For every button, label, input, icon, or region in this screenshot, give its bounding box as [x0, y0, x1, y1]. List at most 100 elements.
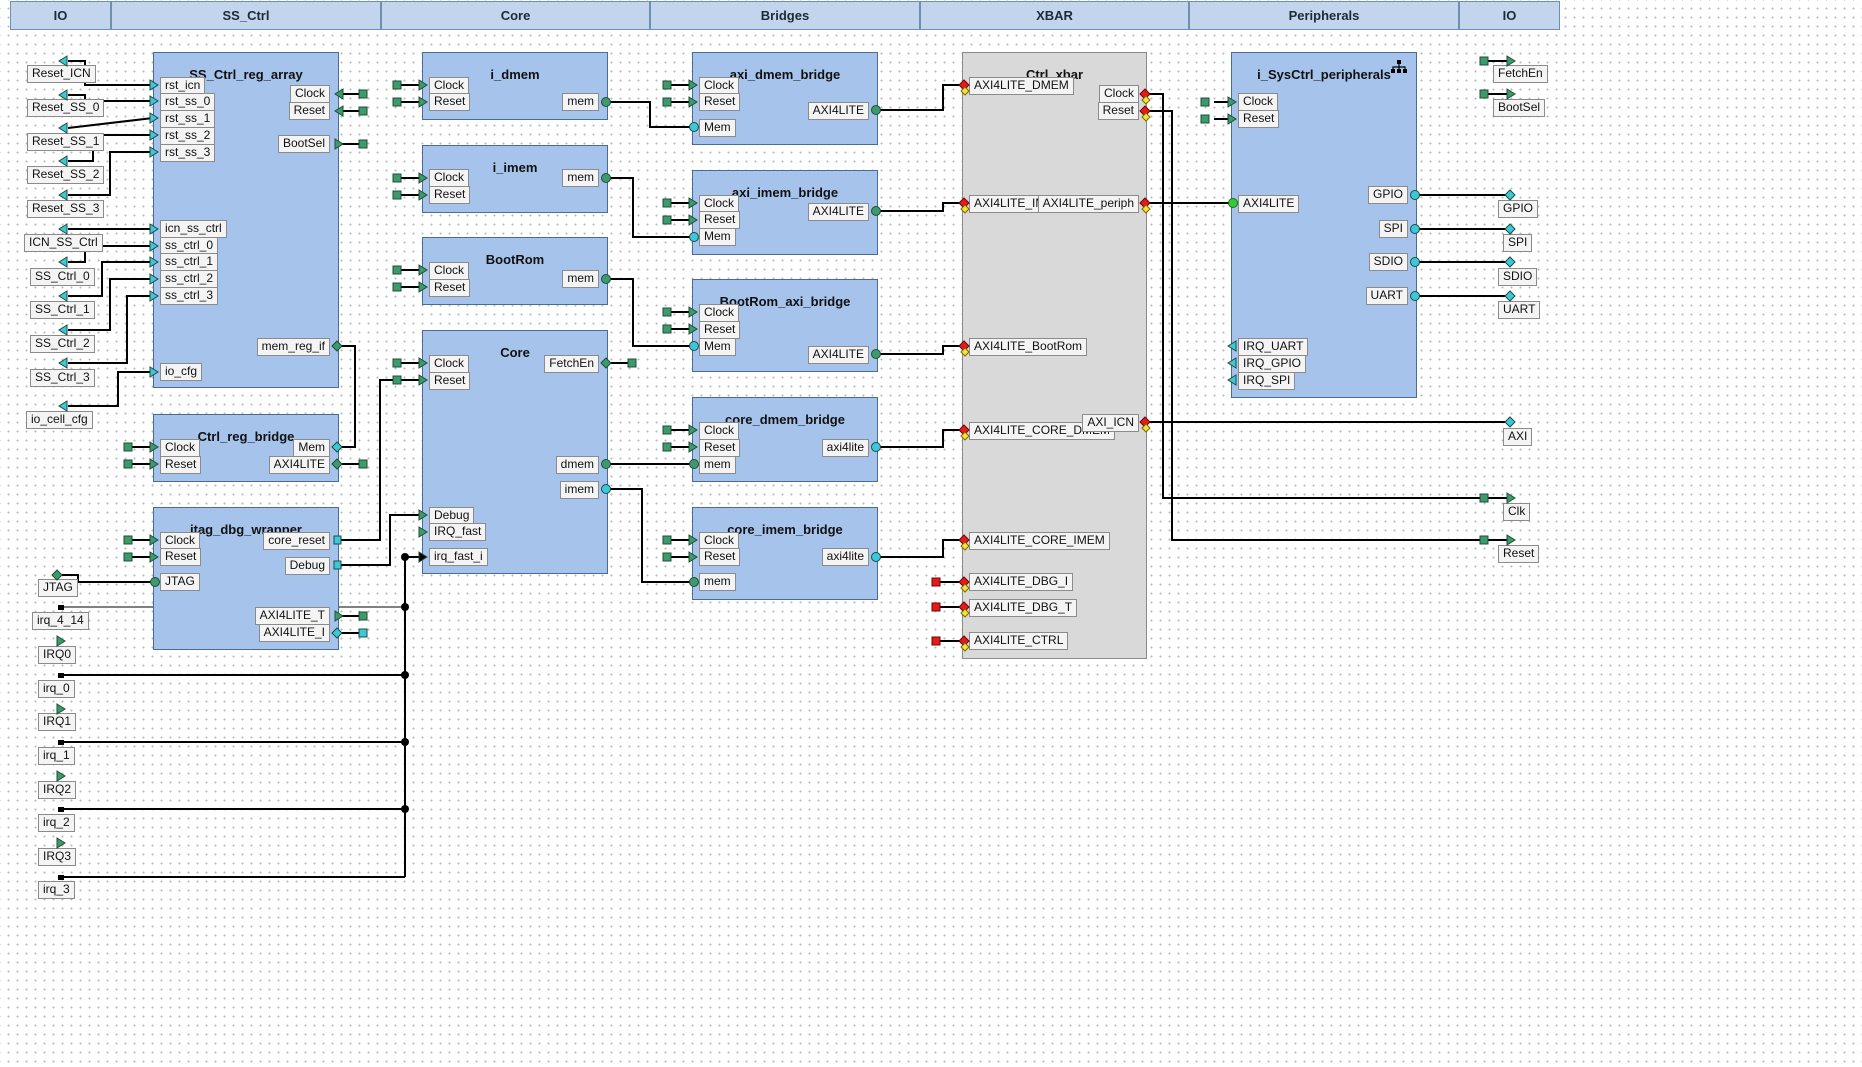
constant-source-marker[interactable] [123, 552, 133, 562]
input-port-marker[interactable] [149, 112, 159, 124]
port-axi4lite-bootrom[interactable]: AXI4LITE_BootRom [969, 338, 1088, 356]
port-icn-ss-ctrl[interactable]: icn_ss_ctrl [160, 220, 227, 238]
port-reset[interactable]: Reset [699, 548, 741, 566]
interface-port-marker[interactable] [601, 459, 611, 469]
port-axi-icn[interactable]: AXI_ICN [1082, 414, 1139, 432]
bidir-port-marker[interactable] [331, 627, 343, 639]
input-port-marker[interactable] [418, 526, 428, 538]
io-terminal-reset-icn[interactable]: Reset_ICN [27, 65, 96, 83]
port-axi4lite-dmem[interactable]: AXI4LITE_DMEM [969, 77, 1074, 95]
port-irq-gpio[interactable]: IRQ_GPIO [1238, 355, 1307, 373]
constant-source-marker[interactable] [662, 324, 672, 334]
io-terminal-irq-1[interactable]: irq_1 [38, 747, 75, 765]
constant-source-marker[interactable] [392, 375, 402, 385]
bus-port-warning-marker[interactable] [1141, 112, 1151, 122]
input-port-marker[interactable] [688, 79, 698, 91]
constant-source-marker[interactable] [662, 198, 672, 208]
input-port-marker[interactable] [418, 374, 428, 386]
input-port-marker[interactable] [688, 306, 698, 318]
port-sdio[interactable]: SDIO [1368, 253, 1408, 271]
input-port-marker[interactable] [149, 95, 159, 107]
interface-port-marker[interactable] [689, 232, 699, 242]
port-axi4lite[interactable]: AXI4LITE [807, 102, 869, 120]
input-port-marker[interactable] [418, 172, 428, 184]
bidir-port-marker[interactable] [1504, 256, 1516, 268]
bus-port-warning-marker[interactable] [960, 86, 970, 96]
input-port-marker[interactable] [149, 273, 159, 285]
constant-source-marker[interactable] [392, 265, 402, 275]
bus-port-marker[interactable] [958, 534, 970, 546]
port-axi4lite-core-imem[interactable]: AXI4LITE_CORE_IMEM [969, 532, 1110, 550]
port-axi4lite[interactable]: axi4lite [821, 548, 869, 566]
input-port-marker[interactable] [58, 122, 68, 134]
constant-source-marker[interactable] [358, 611, 368, 621]
input-port-marker[interactable] [58, 155, 68, 167]
input-port-marker[interactable] [149, 240, 159, 252]
io-terminal-io-cell-cfg[interactable]: io_cell_cfg [26, 411, 93, 429]
port-axi4lite-dbg-i[interactable]: AXI4LITE_DBG_I [969, 573, 1074, 591]
bus-port-warning-marker[interactable] [960, 583, 970, 593]
io-terminal-reset-ss-0[interactable]: Reset_SS_0 [27, 99, 105, 117]
input-port-marker[interactable] [56, 770, 66, 782]
bus-port-marker[interactable] [958, 576, 970, 588]
input-port-marker[interactable] [1506, 55, 1516, 67]
port-clock[interactable]: Clock [289, 85, 330, 103]
io-terminal-reset[interactable]: Reset [1498, 545, 1540, 563]
interface-port-marker[interactable] [601, 274, 611, 284]
input-port-marker[interactable] [418, 357, 428, 369]
port-mem[interactable]: mem [699, 456, 736, 474]
bidir-port-marker[interactable] [1504, 189, 1516, 201]
input-port-marker[interactable] [58, 324, 68, 336]
constant-source-marker[interactable] [358, 628, 368, 638]
constant-source-marker[interactable] [358, 89, 368, 99]
interface-port-marker[interactable] [871, 105, 881, 115]
port-mem[interactable]: mem [562, 169, 599, 187]
port-mem[interactable]: mem [562, 270, 599, 288]
constant-source-marker[interactable] [1479, 89, 1489, 99]
port-axi4lite-dbg-t[interactable]: AXI4LITE_DBG_T [969, 599, 1078, 617]
bidir-port-marker[interactable] [331, 441, 343, 453]
interface-port-marker[interactable] [689, 459, 699, 469]
port-mem[interactable]: Mem [699, 119, 736, 137]
input-port-marker[interactable] [418, 509, 428, 521]
port-reset[interactable]: Reset [429, 93, 471, 111]
interface-port-marker[interactable] [601, 97, 611, 107]
interface-port-marker[interactable] [871, 206, 881, 216]
irq-terminal[interactable] [58, 673, 64, 678]
io-terminal-fetchen[interactable]: FetchEn [1493, 65, 1548, 83]
column-io-left[interactable]: IO [10, 1, 111, 30]
constant-source-marker[interactable] [662, 97, 672, 107]
input-port-marker[interactable] [688, 551, 698, 563]
bidir-port-marker[interactable] [51, 569, 63, 581]
input-port-marker[interactable] [1227, 113, 1237, 125]
bus-port-warning-marker[interactable] [1141, 423, 1151, 433]
port-core-reset[interactable]: core_reset [263, 532, 330, 550]
interface-port-marker[interactable] [1410, 224, 1420, 234]
interface-port-marker[interactable] [1410, 190, 1420, 200]
port-mem[interactable]: Mem [699, 228, 736, 246]
bidir-port-marker[interactable] [331, 458, 343, 470]
port-gpio[interactable]: GPIO [1367, 186, 1408, 204]
port-reset[interactable]: Reset [429, 279, 471, 297]
input-port-marker[interactable] [688, 534, 698, 546]
input-port-marker[interactable] [1227, 96, 1237, 108]
unconnected-port-marker[interactable] [931, 602, 941, 612]
column-ss-ctrl[interactable]: SS_Ctrl [111, 1, 381, 30]
bus-port-warning-marker[interactable] [960, 204, 970, 214]
port-clock[interactable]: Clock [1238, 93, 1279, 111]
interface-port-marker[interactable] [871, 552, 881, 562]
io-terminal-irq2[interactable]: IRQ2 [38, 781, 77, 799]
port-dmem[interactable]: dmem [555, 456, 599, 474]
bidir-port-marker[interactable] [600, 357, 612, 369]
input-port-marker[interactable] [58, 223, 68, 235]
io-terminal-reset-ss-1[interactable]: Reset_SS_1 [27, 133, 105, 151]
constant-source-marker[interactable] [392, 80, 402, 90]
input-port-marker[interactable] [149, 551, 159, 563]
port-rst-ss-3[interactable]: rst_ss_3 [160, 144, 216, 162]
input-port-marker[interactable] [1227, 374, 1237, 386]
interface-port-marker[interactable] [1410, 291, 1420, 301]
bus-port-marker[interactable] [958, 635, 970, 647]
port-axi4lite-ctrl[interactable]: AXI4LITE_CTRL [969, 632, 1069, 650]
bus-port-marker[interactable] [958, 424, 970, 436]
port-reset[interactable]: Reset [699, 439, 741, 457]
